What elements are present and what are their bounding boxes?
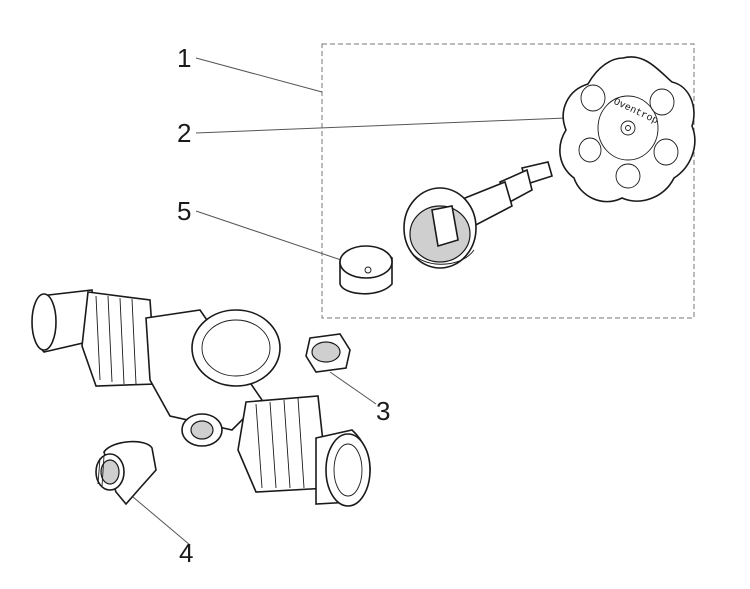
leader-line-3: [329, 371, 377, 405]
leader-line-4: [132, 496, 191, 546]
valve-body: [31, 289, 371, 507]
handwheel: Oventrop: [559, 56, 696, 203]
leader-line-5: [195, 210, 351, 264]
leader-line-1: [195, 57, 323, 93]
callout-1: 1: [177, 43, 191, 73]
spindle-upper-part: [403, 161, 553, 269]
callout-5: 5: [177, 196, 191, 226]
callout-2: 2: [177, 118, 191, 148]
seal-washer: [339, 245, 393, 295]
drain-plug: [305, 333, 351, 373]
callout-3: 3: [376, 396, 390, 426]
elbow-fitting: [95, 440, 157, 506]
assembly-group-box: [321, 43, 695, 319]
callout-4: 4: [179, 538, 193, 568]
leader-line-2: [195, 117, 567, 134]
